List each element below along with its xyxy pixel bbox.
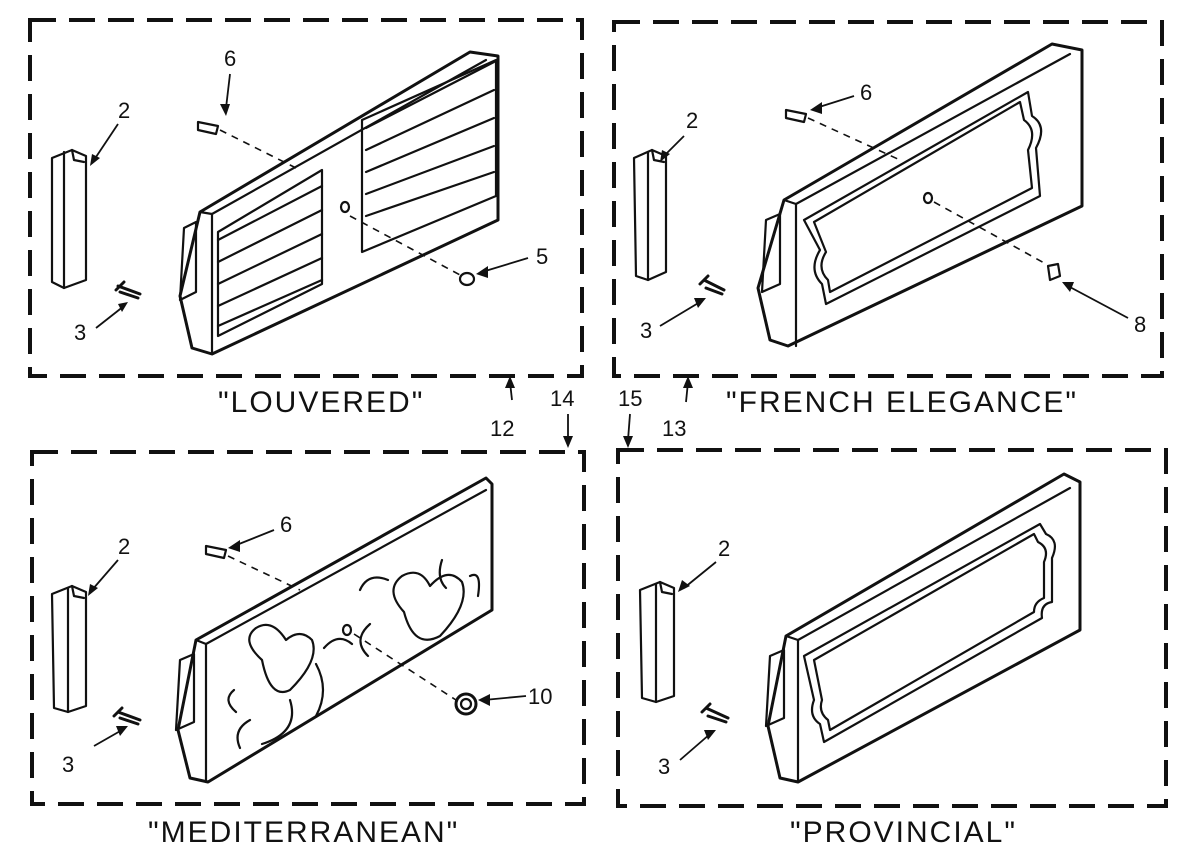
screw-part (700, 702, 730, 724)
arrowhead (694, 298, 706, 308)
provincial-face-panel (764, 472, 1082, 784)
explode-line (227, 555, 301, 591)
leader-line (627, 413, 631, 441)
leader-line (225, 73, 231, 109)
panel-title-mediterranean: "MEDITERRANEAN" (148, 816, 459, 849)
end-cap-part (50, 148, 88, 290)
explode-line (933, 201, 1047, 265)
arrowhead (683, 376, 693, 388)
knob-pin-part (784, 108, 808, 124)
mediterranean-face-panel (174, 476, 494, 784)
callout-screw: 3 (640, 318, 652, 343)
arrowhead (704, 730, 716, 740)
knob-pin-part (196, 120, 220, 136)
explode-line (349, 215, 463, 277)
callout-end-cap: 2 (686, 108, 698, 133)
explode-line (807, 117, 901, 161)
callout-knob: 5 (536, 244, 548, 269)
panel-louvered: 2 3 6 5 (28, 18, 584, 378)
explode-line (219, 129, 301, 171)
callout-knob: 10 (528, 684, 552, 709)
arrowhead (623, 436, 633, 448)
arrowhead (118, 302, 128, 312)
panel-title-provincial: "PROVINCIAL" (790, 816, 1017, 849)
callout-screw: 3 (74, 320, 86, 345)
arrowhead (505, 376, 515, 388)
arrowhead (810, 102, 822, 114)
arrowhead (476, 266, 488, 278)
callout-end-cap: 2 (118, 98, 130, 123)
end-cap-part (632, 148, 668, 282)
panel-title-louvered: "LOUVERED" (218, 386, 424, 419)
leader-line (483, 695, 527, 701)
arrowhead (1062, 282, 1074, 292)
screw-part (114, 280, 142, 300)
panel-mediterranean: 2 3 6 10 (30, 450, 586, 806)
dashed-group-border (28, 18, 584, 378)
louvered-face-panel (178, 50, 500, 356)
arrowhead (563, 436, 573, 448)
assembly-callout-12: 12 (490, 416, 514, 441)
end-cap-part (638, 580, 676, 704)
assembly-callout-15: 15 (618, 386, 642, 411)
leader-line (481, 257, 529, 273)
assembly-callout-14: 14 (550, 386, 574, 411)
callout-knob-pin: 6 (224, 46, 236, 71)
callout-end-cap: 2 (718, 536, 730, 561)
dashed-group-border (30, 450, 586, 806)
callout-knob-pin: 6 (860, 80, 872, 105)
arrowhead (116, 726, 128, 736)
arrowhead (228, 540, 240, 552)
leader-line (683, 561, 717, 589)
dashed-group-border (612, 20, 1164, 378)
callout-screw: 3 (62, 752, 74, 777)
leader-line (679, 733, 711, 761)
dashed-group-border (616, 448, 1168, 808)
callout-knob: 8 (1134, 312, 1146, 337)
panel-title-french-elegance: "FRENCH ELEGANCE" (726, 386, 1078, 419)
arrowhead (660, 150, 670, 162)
arrowhead (220, 104, 230, 116)
assembly-callouts: 12 13 14 15 (490, 376, 693, 448)
leader-line (1067, 285, 1129, 319)
panel-provincial: 2 3 (616, 448, 1168, 808)
end-cap-part (50, 584, 88, 714)
leader-line (93, 729, 123, 747)
leader-line (659, 301, 701, 327)
arrowhead (90, 154, 100, 166)
knob-part (454, 692, 478, 716)
screw-part (698, 274, 726, 296)
knob-pin-part (204, 544, 228, 560)
explode-line (353, 633, 457, 701)
arrowhead (88, 584, 98, 596)
french-elegance-face-panel (756, 42, 1084, 348)
leader-line (815, 95, 855, 109)
knob-part (1046, 262, 1062, 282)
screw-part (112, 706, 142, 726)
leader-line (233, 529, 275, 547)
leader-line (91, 559, 119, 591)
callout-end-cap: 2 (118, 534, 130, 559)
leader-line (95, 305, 125, 329)
callout-screw: 3 (658, 754, 670, 779)
assembly-callout-13: 13 (662, 416, 686, 441)
panel-french-elegance: 2 3 6 8 (612, 20, 1164, 378)
knob-part (458, 271, 476, 287)
arrowhead (478, 694, 490, 706)
leader-line (93, 123, 119, 161)
callout-knob-pin: 6 (280, 512, 292, 537)
arrowhead (678, 580, 690, 592)
